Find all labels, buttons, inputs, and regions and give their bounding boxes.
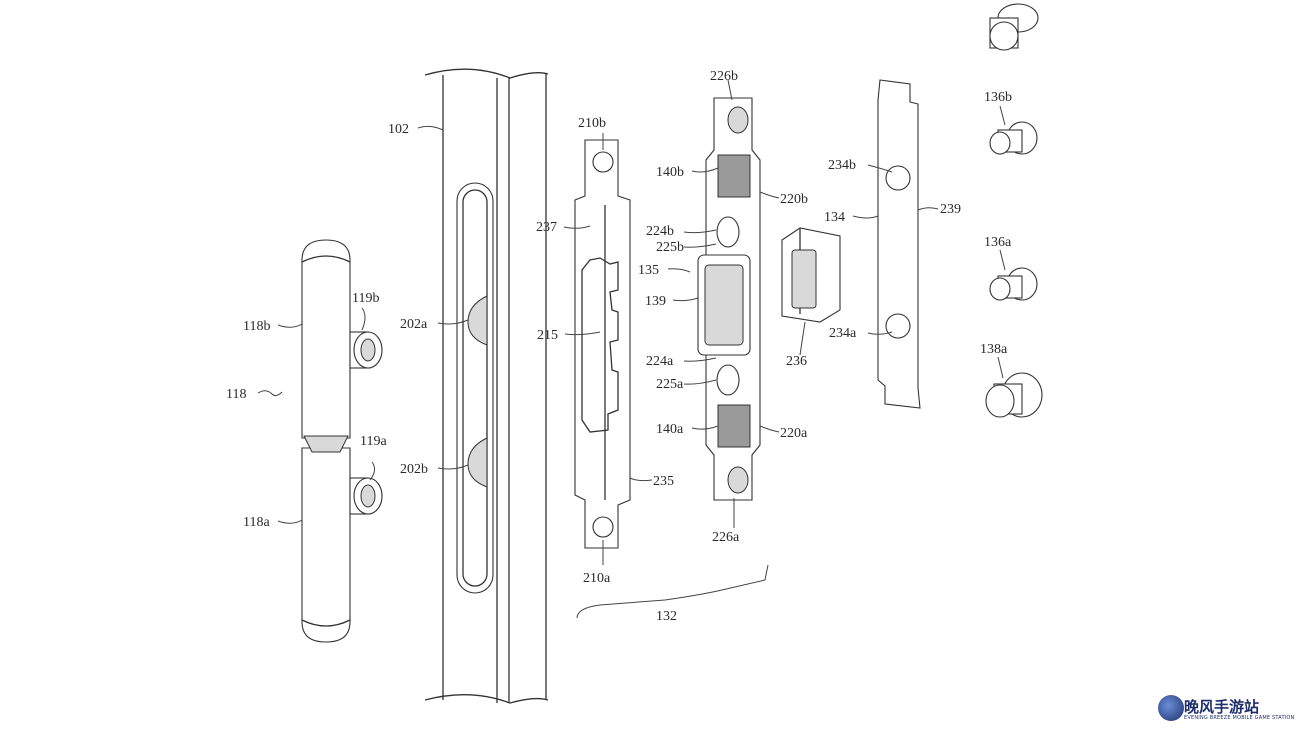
watermark-title: 晚风手游站 [1184, 698, 1260, 716]
reference-labels: 102 118b 118 118a 119b 119a 202a 202b 21… [226, 69, 1012, 624]
label-239: 239 [940, 202, 961, 217]
label-136a: 136a [984, 235, 1012, 250]
label-220a: 220a [780, 426, 808, 441]
label-210b: 210b [578, 116, 606, 131]
globe-icon [1158, 695, 1184, 721]
label-119b: 119b [352, 291, 379, 306]
label-225b: 225b [656, 240, 684, 255]
label-224a: 224a [646, 354, 674, 369]
label-237: 237 [536, 220, 557, 235]
bracket-plate-235 [574, 139, 769, 619]
label-215: 215 [537, 328, 558, 343]
label-134: 134 [824, 210, 845, 225]
label-140a: 140a [656, 422, 684, 437]
label-226a: 226a [712, 530, 740, 545]
label-234b: 234b [828, 158, 856, 173]
label-138a: 138a [980, 342, 1008, 357]
label-140b: 140b [656, 165, 684, 180]
label-210a: 210a [583, 571, 611, 586]
label-236: 236 [786, 354, 807, 369]
label-202a: 202a [400, 317, 428, 332]
label-132: 132 [656, 609, 677, 624]
label-118b: 118b [243, 319, 270, 334]
housing-wall-102 [424, 68, 549, 704]
pins-136-138 [985, 3, 1043, 418]
seal-236 [781, 227, 841, 323]
label-102: 102 [388, 122, 409, 137]
switch-frame-135 [697, 97, 761, 501]
leader-lines [257, 79, 1006, 565]
label-135: 135 [638, 263, 659, 278]
label-119a: 119a [360, 434, 387, 449]
label-202b: 202b [400, 462, 428, 477]
watermark-logo: 晚风手游站 EVENING BREEZE MOBILE GAME STATION [1158, 693, 1294, 727]
label-226b: 226b [710, 69, 738, 84]
label-118: 118 [226, 387, 246, 402]
label-234a: 234a [829, 326, 857, 341]
label-220b: 220b [780, 192, 808, 207]
label-224b: 224b [646, 224, 674, 239]
label-136b: 136b [984, 90, 1012, 105]
label-118a: 118a [243, 515, 270, 530]
watermark-subtitle: EVENING BREEZE MOBILE GAME STATION [1184, 715, 1295, 721]
label-235: 235 [653, 474, 674, 489]
button-118 [301, 239, 383, 643]
label-139: 139 [645, 294, 666, 309]
plate-134 [877, 79, 921, 409]
label-225a: 225a [656, 377, 684, 392]
